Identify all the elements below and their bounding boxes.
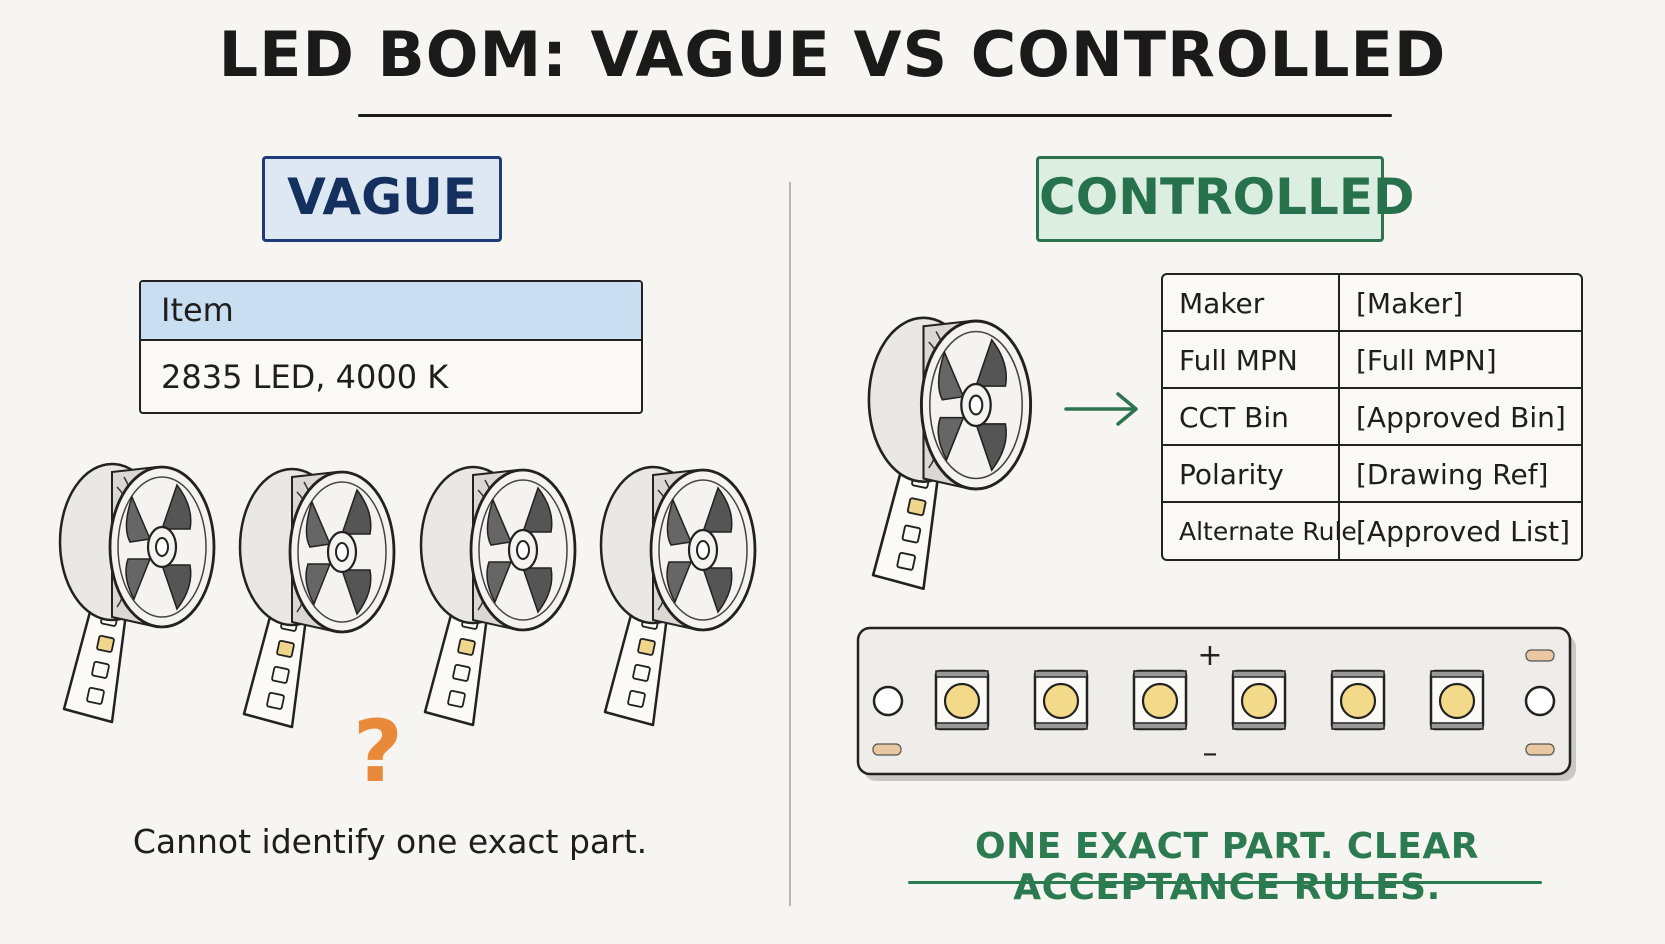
controlled-label: CONTROLLED <box>1036 156 1415 242</box>
caption-underline <box>908 881 1542 884</box>
spec-key: Polarity <box>1163 446 1340 501</box>
mount-hole-icon <box>872 685 904 717</box>
item-table-header: Item <box>141 282 641 341</box>
spec-value: [Full MPN] <box>1356 344 1497 377</box>
led-chip-icon <box>1231 669 1287 731</box>
spec-value: [Approved List] <box>1356 515 1570 548</box>
vague-caption: Cannot identify one exact part. <box>132 822 648 861</box>
spec-key: Alternate Rule <box>1163 503 1357 559</box>
page-title: LED BOM: VAGUE VS CONTROLLED <box>218 18 1447 91</box>
controlled-spec-table: Maker [Maker] Full MPN [Full MPN] CCT Bi… <box>1161 273 1583 561</box>
title-underline <box>358 114 1392 117</box>
controlled-caption: ONE EXACT PART. CLEAR ACCEPTANCE RULES. <box>975 826 1479 908</box>
spec-row: Alternate Rule [Approved List] <box>1163 503 1581 559</box>
spec-row: Full MPN [Full MPN] <box>1163 332 1581 389</box>
spec-row: Polarity [Drawing Ref] <box>1163 446 1581 503</box>
led-chip-icon <box>1033 669 1089 731</box>
led-chip-icon <box>1429 669 1485 731</box>
spec-value: [Drawing Ref] <box>1356 458 1549 491</box>
reel-icon <box>419 465 577 727</box>
center-divider <box>789 182 791 906</box>
spec-row: CCT Bin [Approved Bin] <box>1163 389 1581 446</box>
solder-pad <box>1525 743 1555 756</box>
reel-icon <box>238 467 396 729</box>
led-chip-icon <box>1132 669 1188 731</box>
reel-icon <box>867 316 1033 591</box>
reel-icon <box>58 462 216 724</box>
spec-value: [Approved Bin] <box>1356 401 1566 434</box>
led-chip-icon <box>934 669 990 731</box>
vague-item-table: Item 2835 LED, 4000 K <box>139 280 643 414</box>
spec-value: [Maker] <box>1356 287 1464 320</box>
vague-label: VAGUE <box>262 156 502 242</box>
question-mark-icon: ? <box>353 702 403 802</box>
solder-pad <box>872 743 902 756</box>
spec-key: Full MPN <box>1163 332 1340 387</box>
reel-icon <box>599 465 757 727</box>
solder-pad <box>1525 649 1555 662</box>
spec-key: Maker <box>1163 275 1340 330</box>
led-chip-icon <box>1330 669 1386 731</box>
spec-row: Maker [Maker] <box>1163 275 1581 332</box>
polarity-plus: + <box>1197 638 1222 673</box>
spec-key: CCT Bin <box>1163 389 1340 444</box>
polarity-minus: – <box>1203 736 1218 771</box>
item-table-value: 2835 LED, 4000 K <box>161 358 449 396</box>
arrow-right-icon <box>1064 392 1138 426</box>
mount-hole-icon <box>1524 685 1556 717</box>
